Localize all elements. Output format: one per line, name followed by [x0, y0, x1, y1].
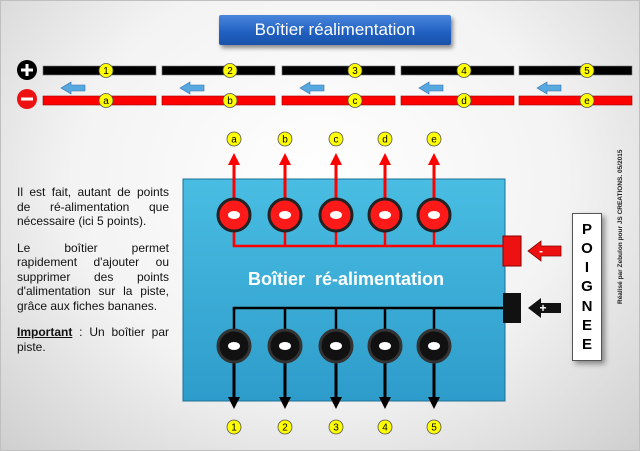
minus-rail-label: d	[456, 93, 472, 108]
bottom-output-label-text: 5	[431, 423, 437, 434]
box-label: Boîtier ré-alimentation	[248, 269, 444, 289]
poignee-letter: N	[581, 297, 593, 315]
top-output-label-text: c	[334, 135, 339, 146]
terminals-group: a b c d e 1 2 3 4 5	[216, 131, 503, 435]
top-output-label-text: d	[382, 135, 388, 146]
poignee-letter: P	[581, 221, 592, 239]
bottom-output-label-text: 4	[382, 423, 388, 434]
minus-rail-segment	[281, 95, 396, 106]
minus-rail-label: a	[98, 93, 114, 108]
socket-hole	[228, 342, 240, 350]
description-paragraph-2: Le boîtier permet rapidement d'ajouter o…	[17, 240, 169, 313]
socket-hole	[330, 342, 342, 350]
plus-rail-label-text: 2	[227, 66, 233, 77]
bottom-output-label: 4	[377, 419, 393, 435]
top-output-label: d	[377, 131, 393, 147]
credit-text: Réalisé par Zebulon pour JS CREATIONS. 0…	[617, 149, 624, 304]
minus-rail-label-text: a	[103, 96, 109, 107]
minus-input-arrow: -	[527, 240, 562, 262]
description-important: Important : Un boîtier par piste.	[17, 325, 169, 354]
rails-group: 1 2 3 4 5 a b c d e	[42, 63, 633, 108]
page-title: Boîtier réalimentation	[219, 15, 451, 45]
poignee-letter: E	[581, 316, 592, 334]
minus-rail-label-text: d	[461, 96, 467, 107]
socket-hole	[279, 342, 291, 350]
minus-rail-label-text: b	[227, 96, 233, 107]
plus-rail-label: 1	[98, 63, 114, 78]
socket-hole	[428, 211, 440, 219]
plus-rail-label-text: 5	[584, 66, 590, 77]
plus-rail-label-text: 1	[103, 66, 109, 77]
description-paragraph-1: Il est fait, autant de points de ré-alim…	[17, 185, 169, 228]
poignee-letter: E	[581, 335, 592, 353]
plus-rail-segment	[518, 65, 633, 76]
minus-rail-label: e	[579, 93, 595, 108]
bottom-output-label: 1	[226, 419, 242, 435]
minus-rail-label: b	[222, 93, 238, 108]
blue-arrow-icon	[418, 81, 444, 95]
plus-rail-segment	[161, 65, 276, 76]
minus-rail-segment	[518, 95, 633, 106]
socket-hole	[330, 211, 342, 219]
bottom-output-label-text: 2	[282, 423, 288, 434]
minus-rail-label-text: e	[584, 96, 590, 107]
important-label: Important	[17, 325, 73, 339]
bottom-output-label: 5	[426, 419, 442, 435]
plus-rail-label: 3	[347, 63, 363, 78]
blue-arrow-icon	[60, 81, 86, 95]
bottom-output-label: 3	[328, 419, 344, 435]
top-output-label: a	[226, 131, 242, 147]
top-output-label: c	[328, 131, 344, 147]
blue-arrow-icon	[299, 81, 325, 95]
minus-rail-icon	[17, 89, 37, 109]
minus-connector	[502, 235, 522, 267]
bottom-output-label-text: 1	[231, 423, 237, 434]
top-output-label: b	[277, 131, 293, 147]
minus-rail-segment	[161, 95, 276, 106]
top-output-label-text: e	[431, 135, 437, 146]
plus-rail-label-text: 4	[461, 66, 467, 77]
plus-rail-label: 4	[456, 63, 472, 78]
socket-hole	[379, 342, 391, 350]
socket-hole	[428, 342, 440, 350]
socket-hole	[379, 211, 391, 219]
socket-hole	[279, 211, 291, 219]
plus-rail-icon	[17, 60, 37, 80]
socket-hole	[228, 211, 240, 219]
minus-sign: -	[539, 244, 543, 258]
top-output-label-text: a	[231, 135, 237, 146]
poignee-letter: O	[581, 240, 593, 258]
description: Il est fait, autant de points de ré-alim…	[17, 185, 169, 366]
minus-rail-label-text: c	[353, 96, 358, 107]
plus-input-arrow: +	[528, 298, 561, 318]
bottom-output-label-text: 3	[333, 423, 339, 434]
blue-arrow-icon	[536, 81, 562, 95]
important-text: : Un boîtier par piste.	[17, 325, 169, 354]
plus-rail-label-text: 3	[352, 66, 358, 77]
plus-connector	[503, 293, 521, 323]
minus-rail-label: c	[347, 93, 363, 108]
poignee-letter: I	[584, 259, 590, 277]
blue-arrow-icon	[179, 81, 205, 95]
plus-rail-segment	[281, 65, 396, 76]
bottom-output-label: 2	[277, 419, 293, 435]
top-output-label-text: b	[282, 135, 288, 146]
plus-sign: +	[539, 301, 546, 315]
plus-rail-label: 5	[579, 63, 595, 78]
top-output-label: e	[426, 131, 442, 147]
plus-rail-label: 2	[222, 63, 238, 78]
poignee-letter: G	[581, 278, 593, 296]
